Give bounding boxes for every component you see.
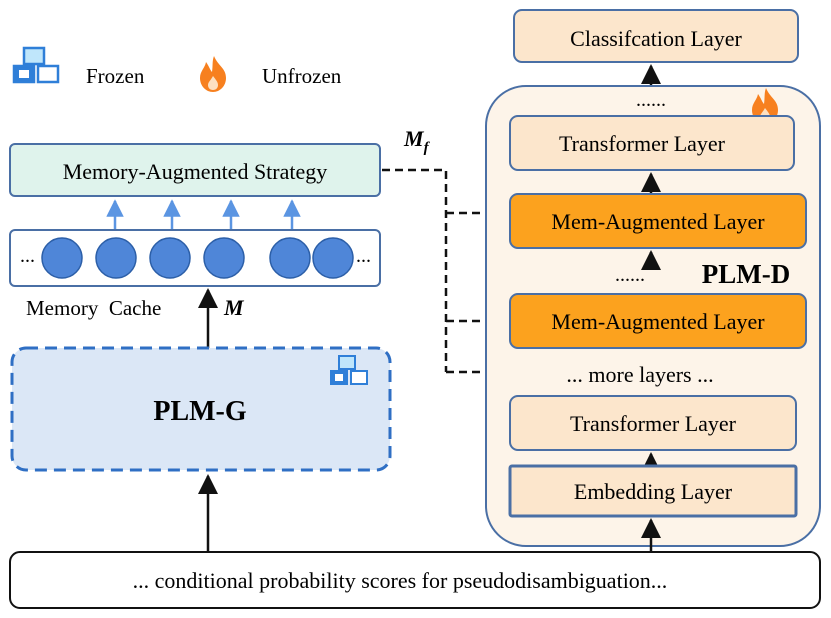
memory-cells — [41, 237, 354, 279]
classification-layer-box — [513, 9, 799, 63]
memory-cache-dots-left: ... — [20, 245, 35, 267]
memory-augmented-strategy-label: Memory-Augmented Strategy — [63, 159, 328, 184]
mem-augmented-layer-1-box — [509, 193, 807, 249]
classification-layer-label: Classifcation Layer — [570, 26, 742, 51]
plm-d-dots-mid: ...... — [615, 264, 645, 286]
memory-m-label: M — [223, 295, 245, 320]
input-text-box — [9, 551, 821, 609]
memory-cell — [269, 237, 311, 279]
memory-cell — [149, 237, 191, 279]
transformer-layer-bottom-box — [509, 395, 797, 451]
mem-augmented-layer-2-box — [509, 293, 807, 349]
memory-cell — [203, 237, 245, 279]
transformer-layer-bottom-label: Transformer Layer — [570, 411, 737, 436]
memory-cell — [95, 237, 137, 279]
memory-augmented-strategy-box — [9, 143, 381, 197]
plm-d-label: PLM-D — [702, 259, 790, 289]
legend-unfrozen-label: Unfrozen — [262, 64, 342, 88]
plm-g-label: PLM-G — [153, 396, 247, 427]
plm-g-box — [10, 346, 392, 472]
frozen-icon — [12, 46, 60, 84]
transformer-layer-top-label: Transformer Layer — [559, 131, 726, 156]
memory-cell — [312, 237, 354, 279]
memory-cache-label: Memory Cache — [26, 296, 161, 320]
mem-augmented-layer-1-label: Mem-Augmented Layer — [551, 209, 765, 234]
memory-cell — [41, 237, 83, 279]
legend-frozen-label: Frozen — [86, 64, 145, 88]
transformer-layer-top-box — [509, 115, 795, 171]
mf-label: Mf — [403, 126, 431, 156]
embedding-layer-box — [508, 464, 798, 518]
embedding-layer-label: Embedding Layer — [574, 479, 733, 504]
plm-d-dots-top: ...... — [636, 89, 666, 111]
input-text-label: ... conditional probability scores for p… — [133, 568, 668, 593]
mem-augmented-layer-2-label: Mem-Augmented Layer — [551, 309, 765, 334]
memory-cache-dots-right: ... — [356, 245, 371, 267]
more-layers-label: ... more layers ... — [566, 362, 713, 387]
flame-icon — [200, 56, 226, 92]
memory-to-strategy-arrows — [106, 199, 301, 230]
frozen-icon — [330, 355, 368, 385]
